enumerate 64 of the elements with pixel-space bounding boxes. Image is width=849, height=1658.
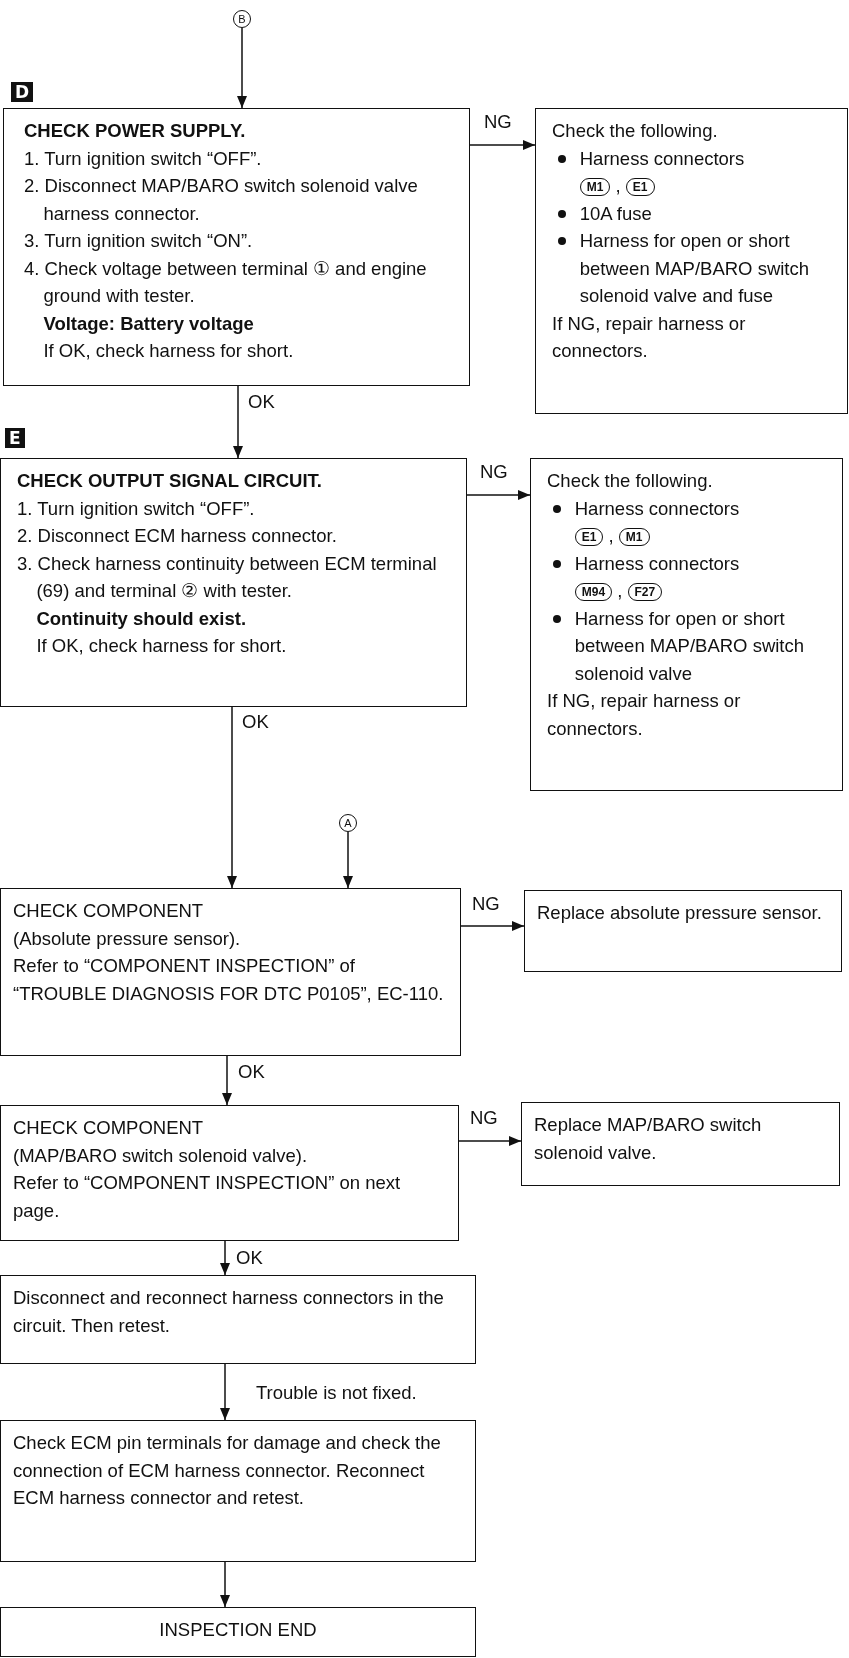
box-text: If NG, repair harness or connectors. <box>552 311 747 363</box>
step-text: 1. Turn ignition switch “OFF”. <box>17 496 256 521</box>
arrow <box>220 1561 230 1608</box>
comma-text: , <box>607 525 615 546</box>
step-title: CHECK OUTPUT SIGNAL CIRCUIT. <box>17 469 323 493</box>
arrow <box>469 140 536 150</box>
arrow <box>220 1240 230 1276</box>
step-text: 1. Turn ignition switch “OFF”. <box>24 146 263 171</box>
step-text: 3. Check harness continuity between ECM terminal (69) and terminal ② with tester. <box>17 551 438 603</box>
process-box <box>0 1275 476 1364</box>
bullet-item: Harness connectors <box>547 494 832 522</box>
box-text: Check ECM pin terminals for damage and check the connection of ECM harness connector. Reconnect ECM harness connector and retest. <box>13 1431 442 1510</box>
box-text: Refer to “COMPONENT INSPECTION” of “TROUBLE DIAGNOSIS FOR DTC P0105”, EC-110. <box>13 954 445 1006</box>
process-box <box>0 1420 476 1562</box>
box-text: Refer to “COMPONENT INSPECTION” on next page. <box>13 1171 402 1223</box>
process-box <box>0 458 467 707</box>
note-text: If OK, check harness for short. <box>35 634 288 658</box>
arrow <box>460 921 525 931</box>
box-text: Check the following. <box>547 469 714 493</box>
result-box <box>535 108 848 414</box>
comma-text: , <box>614 175 622 196</box>
bullet-item: 10A fuse <box>552 199 837 227</box>
step-text: 4. Check voltage between terminal ① and engine ground with tester. <box>24 256 428 308</box>
arrow <box>227 706 237 889</box>
process-box <box>0 888 461 1056</box>
step-marker: E <box>5 428 25 448</box>
box-text: (MAP/BARO switch solenoid valve). <box>13 1143 309 1168</box>
result-box <box>524 890 842 972</box>
bullet-item: Harness for open or short between MAP/BARO switch solenoid valve and fuse <box>552 227 837 310</box>
bullet-item: Harness for open or short between MAP/BARO switch solenoid valve <box>547 604 832 687</box>
spec-text: Continuity should exist. <box>35 606 248 631</box>
step-marker: D <box>11 82 34 102</box>
step-text: 3. Turn ignition switch “ON”. <box>24 229 254 253</box>
connector-circle: A <box>339 814 357 832</box>
box-text: Replace MAP/BARO switch solenoid valve. <box>534 1113 763 1165</box>
step-text: 2. Disconnect ECM harness connector. <box>17 524 338 548</box>
note-text: If OK, check harness for short. <box>42 339 295 363</box>
result-box <box>521 1102 840 1186</box>
box-text: (Absolute pressure sensor). <box>13 926 242 951</box>
comma-text: , <box>616 580 624 601</box>
step-title: CHECK POWER SUPPLY. <box>24 119 247 143</box>
process-box <box>3 108 470 386</box>
connector-circle: B <box>233 10 251 28</box>
box-text: Replace absolute pressure sensor. <box>537 901 823 925</box>
arrow <box>343 831 353 889</box>
arrow <box>233 385 243 459</box>
arrow <box>466 490 531 500</box>
process-box <box>0 1105 459 1241</box>
box-text: If NG, repair harness or connectors. <box>547 689 742 741</box>
bullet-item: Harness connectors <box>552 144 837 172</box>
box-text: Disconnect and reconnect harness connectors in the circuit. Then retest. <box>13 1286 445 1338</box>
spec-text: Voltage: Battery voltage <box>42 311 255 336</box>
bullet-item: Harness connectors <box>547 549 832 577</box>
box-text: CHECK COMPONENT <box>13 1116 205 1140</box>
arrow <box>237 27 247 109</box>
box-text: CHECK COMPONENT <box>13 899 205 923</box>
result-box <box>530 458 843 791</box>
box-text: Check the following. <box>552 119 719 143</box>
arrow <box>222 1055 232 1106</box>
step-text: 2. Disconnect MAP/BARO switch solenoid valve harness connector. <box>24 174 419 226</box>
end-box <box>0 1607 476 1657</box>
arrow <box>458 1136 522 1146</box>
box-text: INSPECTION END <box>158 1618 318 1642</box>
arrow <box>220 1363 230 1421</box>
